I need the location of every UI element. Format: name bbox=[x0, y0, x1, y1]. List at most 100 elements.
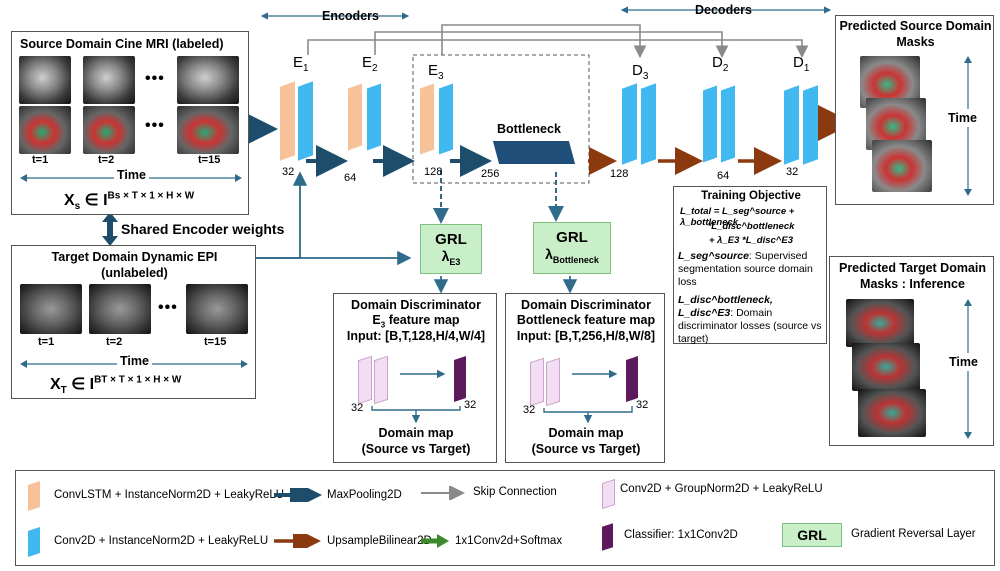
disc-bottleneck-left-channels: 32 bbox=[523, 404, 536, 416]
disc-e3-arrows bbox=[371, 369, 461, 424]
encoders-header: Encoders bbox=[322, 9, 379, 23]
e1-convlstm-block bbox=[280, 81, 295, 161]
disc-e3-title-1: Domain Discriminator bbox=[351, 298, 481, 312]
grl-e3-title: GRL bbox=[435, 231, 467, 248]
legend-groupnorm-swatch bbox=[602, 478, 615, 510]
disc-bottleneck-title-1: Domain Discriminator bbox=[521, 298, 651, 312]
source-formula: Xs ∈ IBs × T × 1 × H × W bbox=[64, 190, 195, 213]
d2-channels: 64 bbox=[717, 170, 730, 182]
d2-conv2d-block-2 bbox=[721, 85, 735, 163]
d1-channels: 32 bbox=[786, 166, 799, 178]
disc-bottleneck-arrows bbox=[543, 369, 633, 424]
skip-connections bbox=[307, 24, 809, 59]
bottleneck-channels: 256 bbox=[481, 168, 500, 180]
grl-bottleneck-box: GRL λBottleneck bbox=[533, 222, 611, 274]
source-time-label: Time bbox=[114, 168, 149, 182]
pred-target-mask-1 bbox=[846, 299, 914, 347]
source-frame-2-mask bbox=[83, 106, 135, 154]
target-frame-label-2: t=2 bbox=[106, 336, 123, 348]
source-frame-15-mask bbox=[177, 106, 239, 154]
legend-softmax-label: 1x1Conv2d+Softmax bbox=[455, 535, 563, 547]
source-ellipsis-bottom: ••• bbox=[145, 117, 165, 134]
legend-upsample-label: UpsampleBilinear2D bbox=[327, 535, 432, 547]
legend-grl-label: Gradient Reversal Layer bbox=[851, 528, 976, 540]
source-frame-2-image bbox=[83, 56, 135, 104]
pred-source-time-label: Time bbox=[948, 109, 977, 127]
target-path-arrows bbox=[255, 171, 412, 266]
stage-e1-label: E1 bbox=[293, 54, 309, 74]
grl-dashed-arrows bbox=[433, 170, 564, 224]
source-domain-title: Source Domain Cine MRI (labeled) bbox=[20, 37, 224, 51]
objective-title: Training Objective bbox=[701, 190, 801, 202]
disc-e3-right-channels: 32 bbox=[464, 399, 477, 411]
legend-convlstm-label: ConvLSTM + InstanceNorm2D + LeakyReLU bbox=[54, 489, 285, 501]
disc-e3-panel: Domain Discriminator E3 feature map Inpu… bbox=[333, 293, 497, 463]
pred-target-mask-3 bbox=[858, 389, 926, 437]
d1-conv2d-block-1 bbox=[784, 85, 799, 165]
pred-source-mask-3 bbox=[872, 140, 932, 192]
legend-maxpool-arrow bbox=[274, 488, 322, 502]
source-frame-label-15: t=15 bbox=[198, 154, 221, 166]
e2-conv2d-block bbox=[367, 83, 381, 151]
legend-convlstm-swatch bbox=[28, 481, 40, 511]
disc-bottleneck-map-1: Domain map bbox=[548, 426, 624, 440]
training-objective-panel: Training Objective L_total = L_seg^sourc… bbox=[673, 186, 827, 345]
pred-source-panel: Predicted Source Domain Masks Time bbox=[835, 15, 994, 205]
d2-conv2d-block-1 bbox=[703, 85, 717, 163]
objective-eq-2: *L_disc^bottleneck bbox=[707, 221, 795, 232]
disc-e3-input: Input: [B,T,128,H/4,W/4] bbox=[346, 329, 486, 343]
source-domain-panel: Source Domain Cine MRI (labeled) ••• •••… bbox=[11, 31, 249, 215]
disc-e3-map-2: (Source vs Target) bbox=[361, 442, 471, 456]
e2-channels: 64 bbox=[344, 172, 357, 184]
legend-skip-label: Skip Connection bbox=[473, 486, 557, 498]
objective-eq-1: L_total = L_seg^source + λ_bottleneck bbox=[680, 206, 795, 228]
disc-bottleneck-right-channels: 32 bbox=[636, 399, 649, 411]
stage-e3-label: E3 bbox=[428, 62, 444, 82]
disc-e3-title-2: E3 feature map bbox=[372, 313, 460, 330]
grl-e3-box: GRL λE3 bbox=[420, 224, 482, 274]
stage-d3-label: D3 bbox=[632, 62, 649, 82]
legend-classifier-swatch bbox=[602, 523, 613, 551]
target-frame-label-1: t=1 bbox=[38, 336, 55, 348]
target-ellipsis: ••• bbox=[158, 299, 178, 316]
legend-panel: ConvLSTM + InstanceNorm2D + LeakyReLU Co… bbox=[15, 470, 995, 566]
e1-channels: 32 bbox=[282, 166, 295, 178]
pred-source-title-2: Masks bbox=[896, 35, 935, 49]
legend-skip-arrow bbox=[421, 486, 465, 500]
decoders-header: Decoders bbox=[695, 3, 752, 17]
legend-conv2d-swatch bbox=[28, 527, 40, 557]
legend-softmax-arrow bbox=[421, 534, 449, 548]
pred-target-title-1: Predicted Target Domain bbox=[838, 261, 987, 275]
target-domain-title-2: (unlabeled) bbox=[101, 266, 168, 280]
disc-bottleneck-map-2: (Source vs Target) bbox=[531, 442, 641, 456]
objective-desc-2: L_disc^bottleneck, L_disc^E3: Domain dis… bbox=[678, 294, 822, 345]
e2-convlstm-block bbox=[348, 83, 362, 151]
target-frame-15-image bbox=[186, 284, 248, 334]
source-frame-1-image bbox=[19, 56, 71, 104]
source-frame-1-mask bbox=[19, 106, 71, 154]
disc-bottleneck-title-2: Bottleneck feature map bbox=[516, 313, 656, 327]
stage-d2-label: D2 bbox=[712, 54, 729, 74]
d3-conv2d-block-1 bbox=[622, 83, 637, 165]
target-formula: XT ∈ IBT × T × 1 × H × W bbox=[50, 374, 182, 397]
objective-eq-3: + λ_E3 *L_disc^E3 bbox=[709, 235, 793, 246]
grl-bottleneck-title: GRL bbox=[556, 229, 588, 246]
target-frame-label-15: t=15 bbox=[204, 336, 227, 348]
legend-upsample-arrow bbox=[274, 534, 321, 548]
grl-to-disc-arrows bbox=[433, 276, 578, 294]
legend-classifier-label: Classifier: 1x1Conv2D bbox=[624, 529, 738, 541]
disc-bottleneck-panel: Domain Discriminator Bottleneck feature … bbox=[505, 293, 665, 463]
target-frame-1-image bbox=[20, 284, 82, 334]
grl-e3-lambda: λE3 bbox=[441, 248, 461, 267]
e1-conv2d-block bbox=[298, 81, 313, 161]
e3-bottleneck-group-box bbox=[412, 54, 590, 184]
legend-groupnorm-label: Conv2D + GroupNorm2D + LeakyReLU bbox=[620, 483, 823, 495]
target-domain-title-1: Target Domain Dynamic EPI bbox=[51, 250, 218, 264]
shared-encoder-label: Shared Encoder weights bbox=[121, 221, 285, 237]
source-frame-label-1: t=1 bbox=[32, 154, 49, 166]
bottleneck-block bbox=[492, 141, 576, 164]
d1-conv2d-block-2 bbox=[803, 85, 818, 165]
grl-bottleneck-lambda: λBottleneck bbox=[545, 246, 599, 265]
objective-desc-1: L_seg^source: Supervised segmentation so… bbox=[678, 250, 813, 288]
disc-e3-left-channels: 32 bbox=[351, 402, 364, 414]
